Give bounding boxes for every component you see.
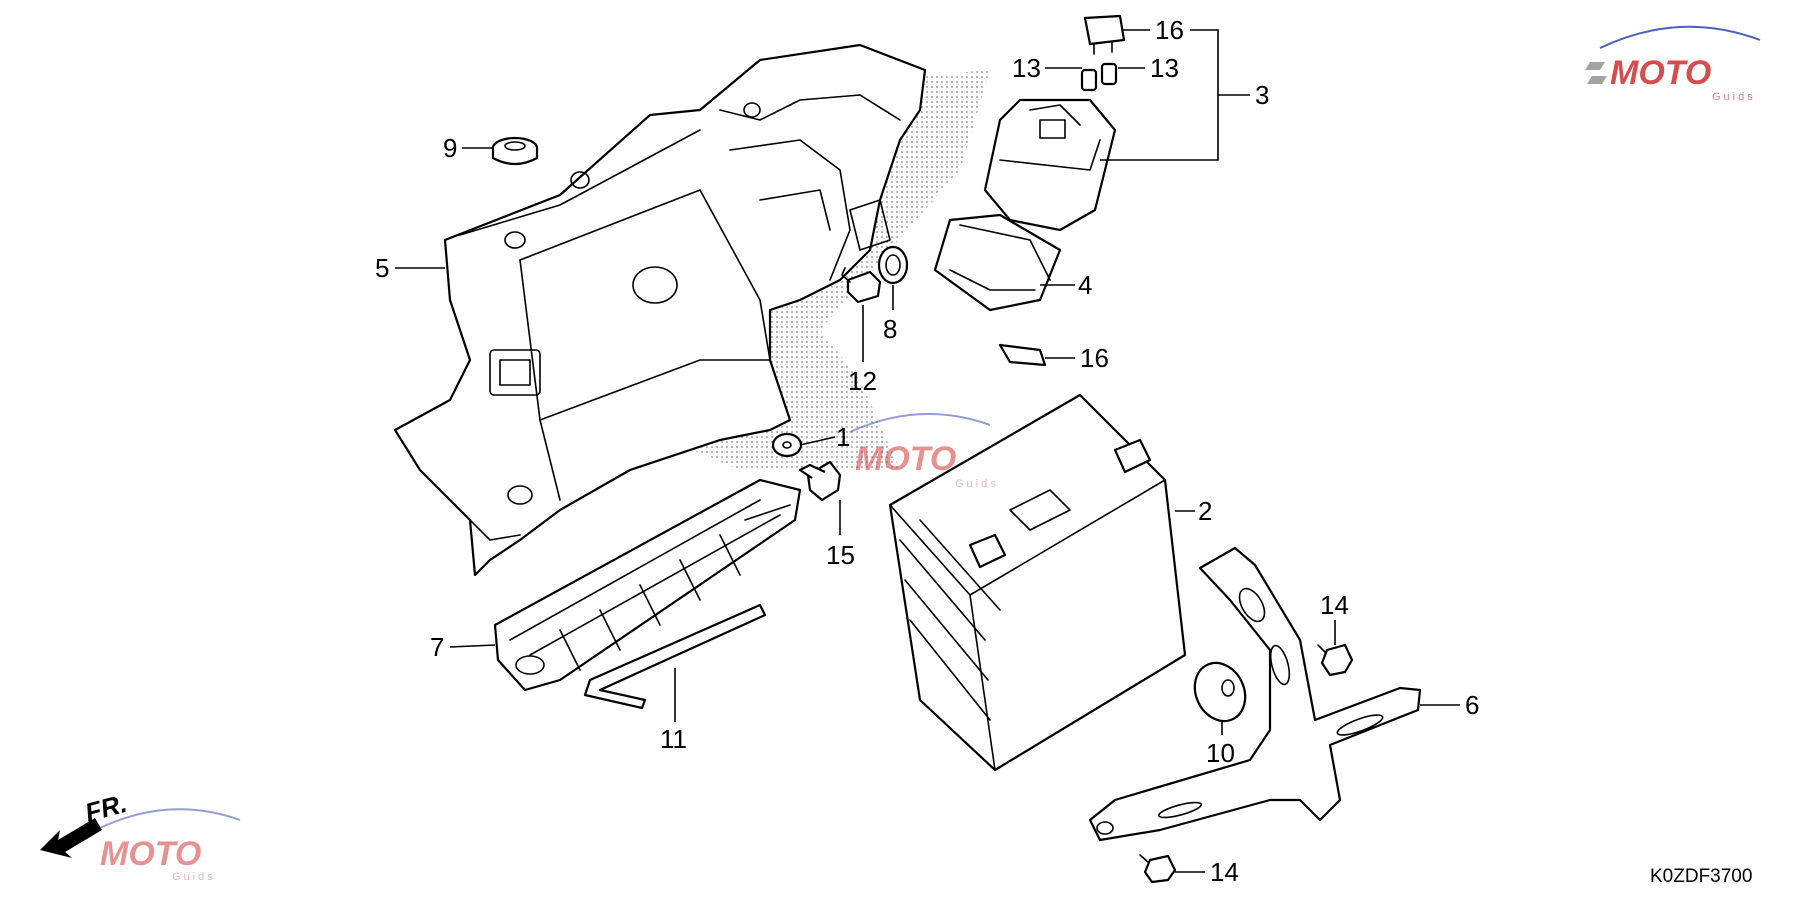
callout-14a: 14 (1320, 590, 1349, 620)
watermark-bottom-left: MOTO Guids (99, 808, 241, 883)
battery-box (393, 43, 927, 577)
watermark-sub-center: Guids (955, 478, 999, 490)
watermark-brand-center: MOTO (855, 440, 956, 478)
arrow-icon (40, 818, 102, 858)
watermark-brand-bl: MOTO (100, 835, 201, 873)
relay-cover (933, 213, 1062, 312)
front-arrow: FR. (40, 788, 130, 858)
watermark-sub: Guids (1712, 91, 1756, 103)
callout-11: 11 (660, 724, 687, 754)
leader-lines (395, 29, 1460, 873)
callout-16a: 16 (1155, 15, 1184, 45)
callout-14b: 14 (1210, 857, 1239, 887)
callout-9: 9 (443, 133, 457, 163)
watermark-top-right: MOTO Guids (1585, 25, 1761, 103)
battery-cushion (1193, 661, 1247, 723)
bolt-15 (798, 460, 842, 502)
callout-4: 4 (1078, 270, 1092, 300)
callout-13b: 13 (1150, 53, 1179, 83)
fuse-13a (1080, 68, 1098, 92)
callouts: 1 2 3 4 5 6 7 8 9 10 11 12 13 13 14 14 1… (375, 15, 1479, 887)
callout-7: 7 (430, 632, 444, 662)
callout-16b: 16 (1080, 343, 1109, 373)
callout-13a: 13 (1012, 53, 1041, 83)
callout-8: 8 (883, 314, 897, 344)
callout-10: 10 (1206, 738, 1235, 768)
battery-tray (493, 478, 802, 692)
starter-relay (983, 98, 1117, 232)
callout-15: 15 (826, 540, 855, 570)
callout-5: 5 (375, 253, 389, 283)
washer (771, 432, 803, 458)
watermark-sub-bl: Guids (172, 871, 216, 883)
front-arrow-label: FR. (82, 788, 130, 828)
fuse-13b (1100, 62, 1118, 86)
grommet (491, 136, 539, 166)
fuse-16-lower (998, 343, 1047, 367)
flange-bolt (841, 267, 882, 304)
cushion-ring (877, 245, 909, 285)
callout-2: 2 (1198, 496, 1212, 526)
bolt-14-upper (1317, 643, 1354, 677)
rubber-band (583, 603, 767, 710)
fuse-16-top (1083, 14, 1126, 55)
callout-1: 1 (836, 422, 850, 452)
callout-12: 12 (848, 366, 877, 396)
watermark-center: MOTO Guids (849, 413, 999, 490)
callout-3: 3 (1255, 80, 1269, 110)
bolt-14-lower (1139, 854, 1177, 884)
battery-stay (1088, 546, 1422, 842)
watermark-stripes-icon (1585, 62, 1607, 84)
battery (888, 393, 1187, 772)
watermark-brand: MOTO (1610, 54, 1711, 92)
callout-6: 6 (1465, 690, 1479, 720)
diagram-code: K0ZDF3700 (1650, 866, 1752, 887)
